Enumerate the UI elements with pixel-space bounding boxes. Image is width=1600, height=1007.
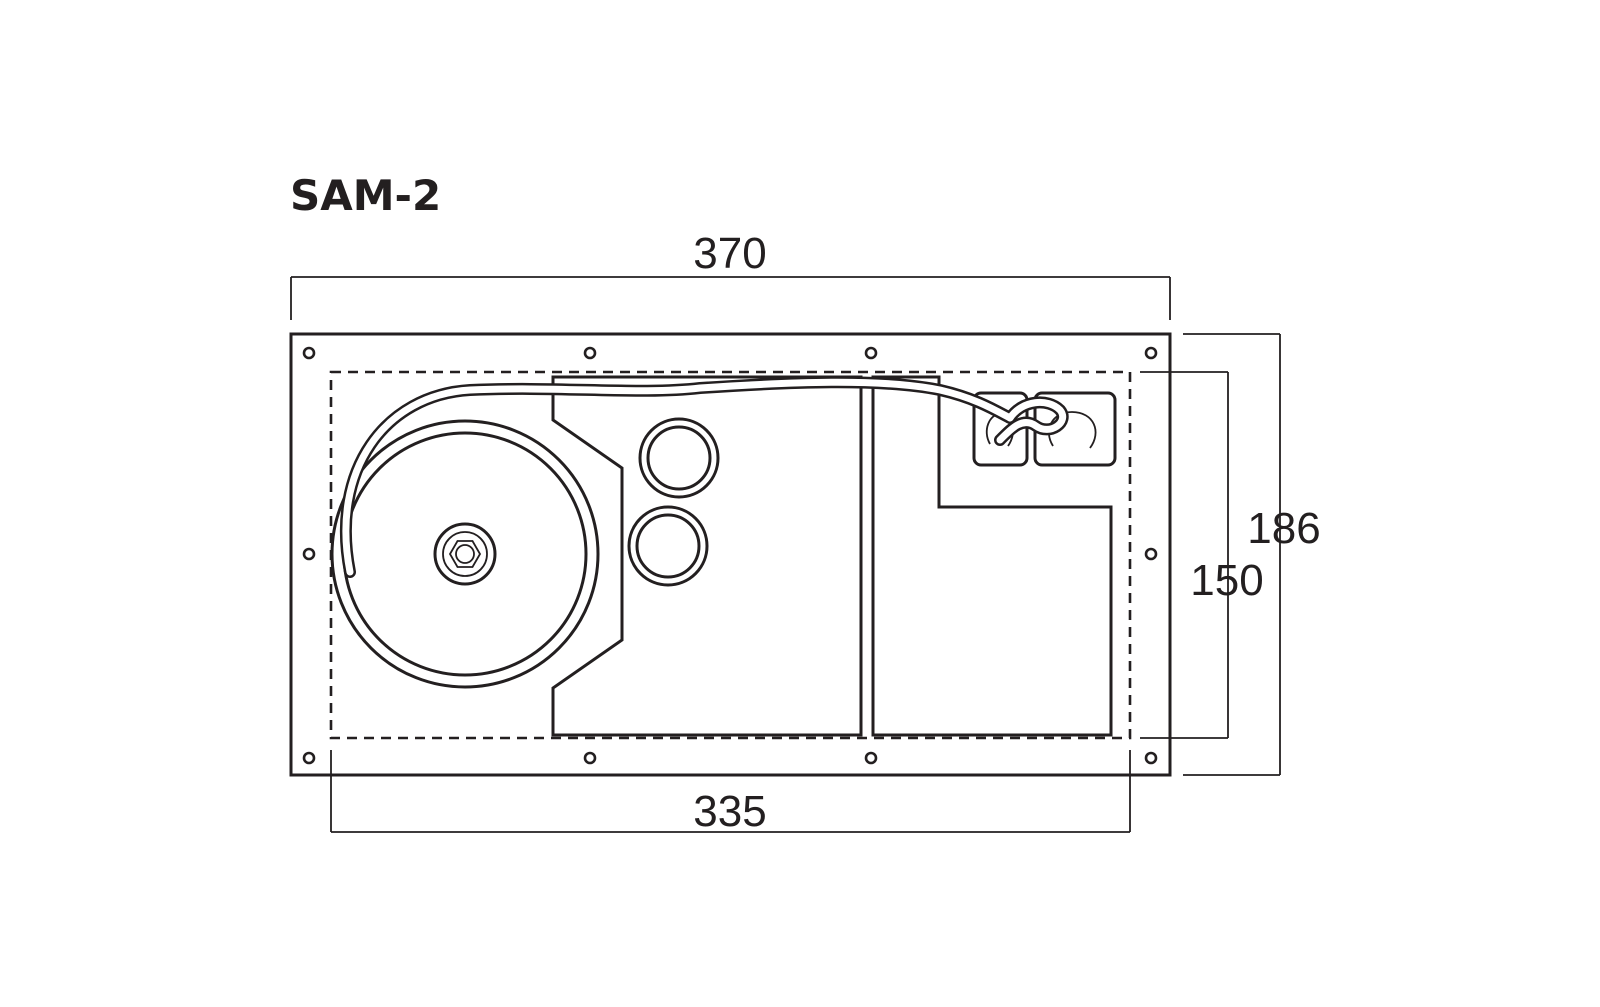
speaker-cable bbox=[339, 376, 1069, 578]
woofer-enclosure-panel bbox=[551, 375, 863, 737]
outer-width-label: 370 bbox=[693, 229, 766, 278]
mounting-hole bbox=[864, 346, 878, 360]
mounting-hole bbox=[302, 547, 316, 561]
outer-width-dimension: 370 bbox=[290, 229, 1171, 320]
model-title: SAM-2 bbox=[290, 171, 441, 220]
terminal-enclosure-panel bbox=[871, 375, 1113, 737]
cutout-width-dimension: 335 bbox=[330, 750, 1131, 836]
mounting-hole bbox=[1144, 346, 1158, 360]
mounting-nut-icon bbox=[448, 540, 482, 568]
outer-height-dimension: 186 bbox=[1183, 333, 1321, 776]
cutout-height-dimension: 150 bbox=[1140, 371, 1264, 739]
tweeter-lower bbox=[627, 505, 709, 587]
tweeter-upper bbox=[638, 417, 720, 499]
mounting-hole bbox=[583, 751, 597, 765]
mounting-hole bbox=[1144, 751, 1158, 765]
mounting-holes bbox=[302, 346, 1158, 765]
outer-height-label: 186 bbox=[1247, 504, 1320, 553]
woofer-surround bbox=[330, 419, 600, 689]
mounting-hole bbox=[302, 346, 316, 360]
mounting-hole bbox=[1144, 547, 1158, 561]
mounting-hole bbox=[302, 751, 316, 765]
cutout-width-label: 335 bbox=[693, 787, 766, 836]
woofer bbox=[330, 419, 600, 689]
woofer-cone bbox=[342, 431, 588, 677]
woofer-dust-cap bbox=[433, 522, 497, 586]
mounting-hole bbox=[864, 751, 878, 765]
cutout-height-label: 150 bbox=[1190, 556, 1263, 605]
mounting-hole bbox=[583, 346, 597, 360]
front-plate bbox=[289, 332, 1172, 777]
